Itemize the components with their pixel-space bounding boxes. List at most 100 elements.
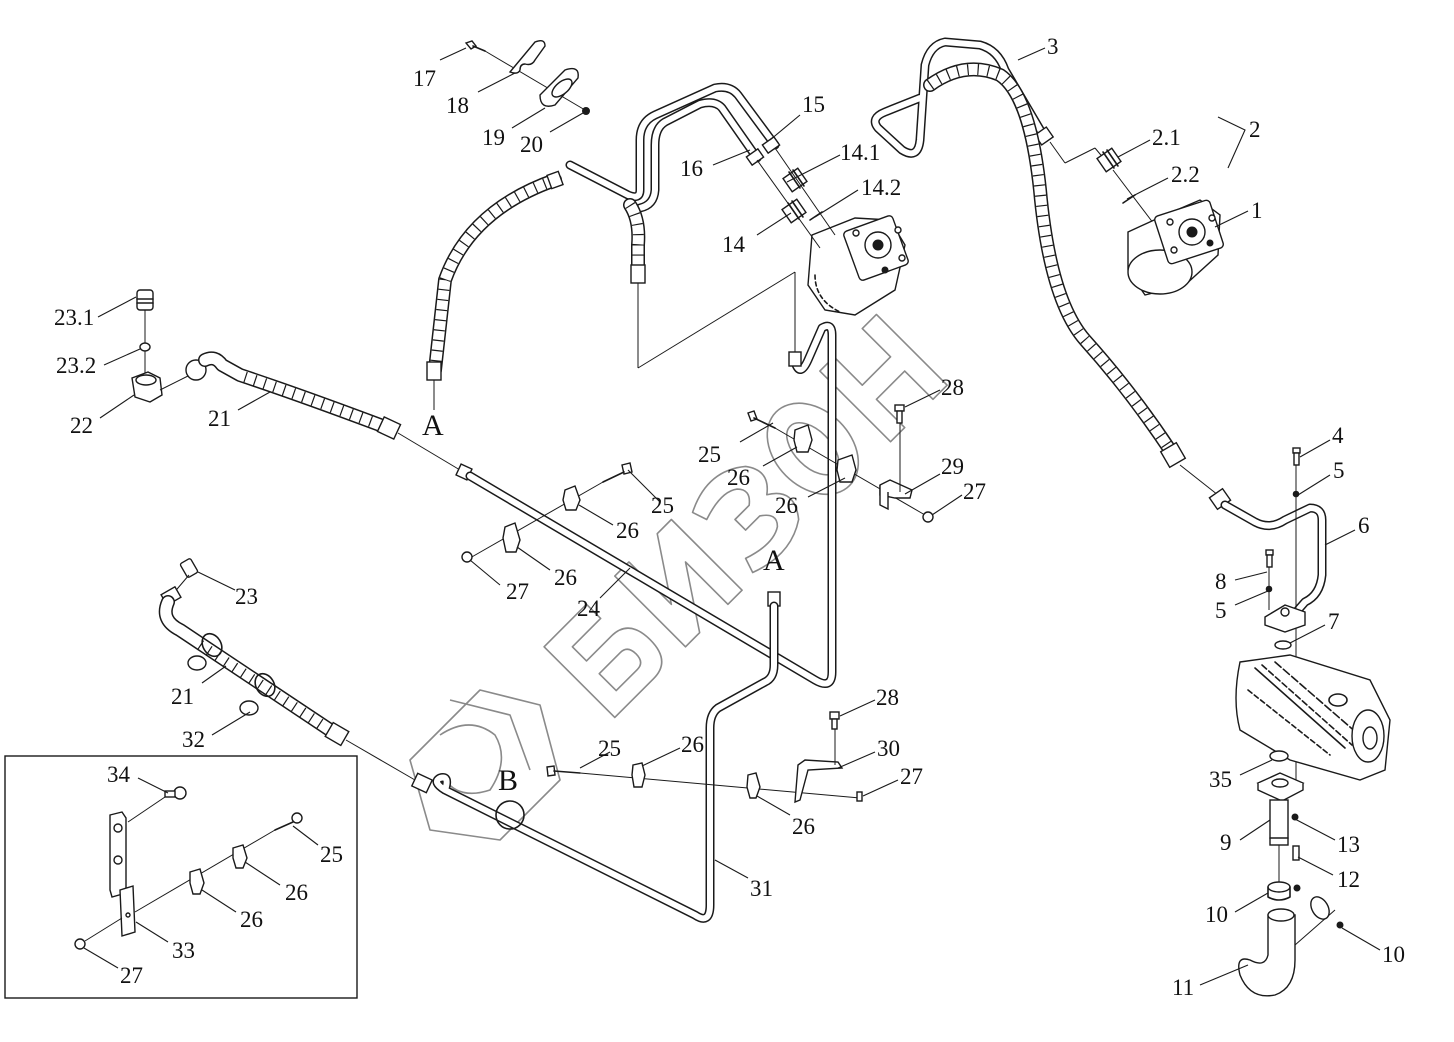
clamp-plate-18 — [508, 39, 546, 74]
callout-26-f: 26 — [792, 814, 815, 839]
clamp-26-h — [189, 868, 205, 895]
hose-21-upper — [185, 351, 461, 471]
callout-25-d: 25 — [320, 842, 343, 867]
callout-14-1: 14.1 — [840, 140, 880, 165]
nut-27 — [461, 551, 473, 563]
o-ring-23-2 — [139, 342, 151, 352]
steering-unit-1 — [1127, 199, 1224, 296]
callout-35: 35 — [1209, 767, 1232, 792]
clamp-26-c — [793, 424, 813, 453]
callout-21-upper: 21 — [208, 406, 231, 431]
pipe-6 — [1220, 500, 1327, 615]
callout-8: 8 — [1215, 569, 1227, 594]
bracket-33 — [109, 811, 136, 937]
callout-34: 34 — [107, 762, 131, 787]
section-mark-A-lower: A — [763, 544, 785, 577]
callout-26-h: 26 — [240, 907, 263, 932]
hose-clamp-10-upper — [1267, 881, 1301, 901]
callout-28-a: 28 — [941, 375, 964, 400]
washer-5-lower — [1265, 585, 1273, 593]
callout-17: 17 — [413, 66, 436, 91]
callout-26-g: 26 — [285, 880, 308, 905]
callout-5-upper: 5 — [1333, 458, 1345, 483]
callout-3: 3 — [1047, 34, 1059, 59]
bolt-28 — [894, 404, 905, 492]
clamp-group-lower — [546, 711, 863, 804]
callout-18: 18 — [446, 93, 469, 118]
section-mark-B: B — [498, 764, 518, 797]
callout-25-a: 25 — [651, 493, 674, 518]
callout-20: 20 — [520, 132, 543, 157]
rubber-mount-19 — [539, 67, 579, 107]
callout-26-d: 26 — [775, 493, 798, 518]
callout-33: 33 — [172, 938, 195, 963]
callout-21-lower: 21 — [171, 684, 194, 709]
clamp-26-d — [836, 454, 857, 483]
adapter-23-1 — [136, 289, 154, 375]
callout-26-b: 26 — [554, 565, 577, 590]
callout-23: 23 — [235, 584, 258, 609]
callout-2-1: 2.1 — [1152, 125, 1181, 150]
adapter-2-1 — [1049, 141, 1161, 233]
callout-28-b: 28 — [876, 685, 899, 710]
callout-27-c: 27 — [900, 764, 923, 789]
callout-7: 7 — [1328, 609, 1340, 634]
clamp-group-right — [747, 404, 934, 523]
callout-12: 12 — [1337, 867, 1360, 892]
callout-23-1: 23.1 — [54, 305, 94, 330]
flange-pipe-6 — [1264, 604, 1306, 633]
nut-20 — [582, 107, 590, 115]
bolt-8 — [1265, 549, 1274, 610]
callout-1: 1 — [1251, 198, 1263, 223]
hose-center-down — [623, 198, 796, 369]
leader-lines — [83, 47, 1381, 986]
o-ring-7 — [1274, 640, 1292, 650]
adapter-14-1 — [782, 167, 808, 193]
clamp-26-b — [502, 522, 521, 553]
callout-30: 30 — [877, 736, 900, 761]
callout-11: 11 — [1172, 975, 1194, 1000]
steering-unit-center — [807, 215, 909, 316]
callout-22: 22 — [70, 413, 93, 438]
watermark-logo — [409, 313, 948, 841]
callout-25-c: 25 — [598, 736, 621, 761]
bolt-25-inset — [274, 812, 303, 831]
callout-6: 6 — [1358, 513, 1370, 538]
section-mark-A-upper: A — [422, 409, 444, 442]
washer-5-upper — [1292, 490, 1300, 498]
callout-23-2: 23.2 — [56, 353, 96, 378]
bolt-12 — [1292, 845, 1300, 861]
callout-16: 16 — [680, 156, 703, 181]
bolt-34 — [127, 786, 187, 823]
pipe-31 — [410, 591, 781, 923]
callout-15: 15 — [802, 92, 825, 117]
bracket-30 — [794, 759, 844, 804]
pipe-16 — [635, 98, 762, 213]
callout-29: 29 — [941, 454, 964, 479]
callout-31: 31 — [750, 876, 773, 901]
callout-13: 13 — [1337, 832, 1360, 857]
clamp-26-f — [746, 772, 761, 799]
callout-26-a: 26 — [616, 518, 639, 543]
gear-pump — [1235, 654, 1391, 781]
callout-2-2: 2.2 — [1171, 162, 1200, 187]
clamp-26-a — [562, 485, 581, 511]
suction-flange-9 — [1256, 772, 1305, 846]
pipe-24 — [455, 321, 837, 689]
bolt-25-right — [747, 410, 776, 429]
hose-left-to-A — [426, 170, 564, 410]
callout-26-c: 26 — [727, 465, 750, 490]
callout-2: 2 — [1249, 117, 1261, 142]
hose-21-lower — [158, 558, 416, 781]
hose-clamp-10-lower — [1310, 896, 1344, 929]
nut-27-inset — [74, 938, 86, 950]
o-ring-35 — [1269, 750, 1289, 762]
bolt-28-lower — [829, 711, 840, 765]
callout-10-lower: 10 — [1382, 942, 1405, 967]
callout-4: 4 — [1332, 423, 1344, 448]
callout-27-a: 27 — [506, 579, 529, 604]
callout-5-lower: 5 — [1215, 598, 1227, 623]
bolt-25 — [602, 462, 633, 483]
inset-detail-box — [4, 755, 358, 999]
